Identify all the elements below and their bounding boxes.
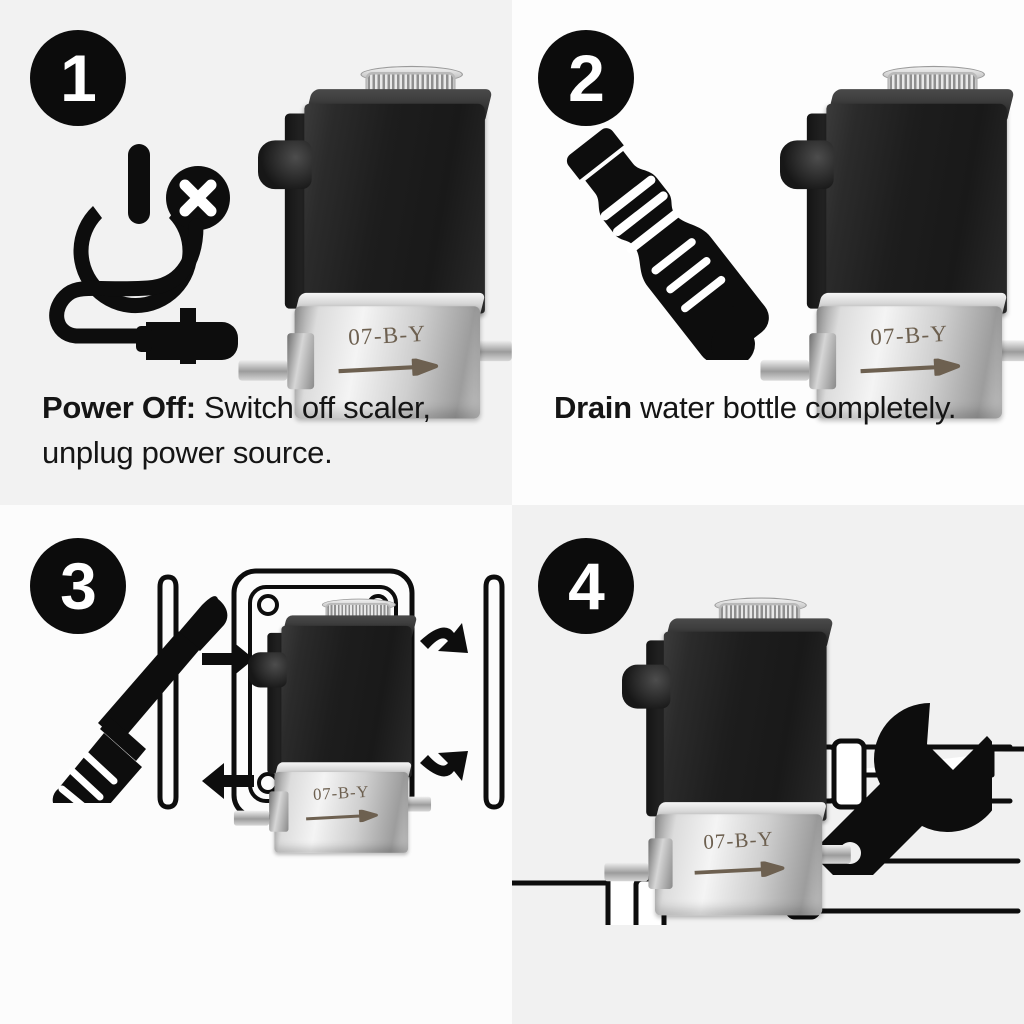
valve-flow-arrow-icon — [860, 357, 961, 377]
step-caption-1-bold: Power Off: — [42, 390, 196, 425]
casing-right-plate — [420, 574, 505, 810]
valve-nut — [809, 333, 837, 390]
valve-flow-arrow-icon — [694, 860, 785, 878]
valve-coil-body — [826, 103, 1007, 314]
step-caption-2-bold: Drain — [554, 390, 632, 425]
valve-side-knob — [780, 140, 834, 190]
valve-body — [655, 814, 823, 916]
step-panel-1: 1 — [0, 0, 512, 505]
casing-left-plate — [157, 574, 254, 810]
valve-nut — [269, 791, 289, 832]
valve-nut — [287, 333, 315, 390]
step-badge-3: 3 — [30, 538, 126, 634]
power-off-plug-icon — [49, 144, 238, 364]
valve-coil-body — [304, 103, 485, 314]
valve-coil-body — [281, 625, 412, 778]
step-panel-4: 4 — [512, 505, 1024, 1024]
step-caption-2-rest: water bottle completely. — [631, 390, 957, 425]
valve-body — [274, 771, 409, 853]
valve-port-left — [233, 810, 270, 826]
step-caption-2: Drain water bottle completely. — [554, 385, 1002, 430]
step-badge-2: 2 — [538, 30, 634, 126]
step-caption-1-rest: Switch off scaler, unplug power source. — [42, 390, 431, 470]
water-bottle-droplet-icon — [566, 128, 769, 360]
valve-port-left — [238, 359, 288, 381]
valve-flow-arrow-icon — [338, 357, 439, 377]
step-panel-2: 2 — [512, 0, 1024, 505]
valve-side-knob — [248, 652, 287, 688]
step-badge-1: 1 — [30, 30, 126, 126]
valve-coil-body — [663, 631, 827, 821]
valve-body — [294, 306, 481, 419]
valve-side-knob — [622, 664, 671, 709]
step-caption-1: Power Off: Switch off scaler, unplug pow… — [42, 385, 490, 475]
step-badge-4: 4 — [538, 538, 634, 634]
step-panel-3: 3 — [0, 505, 512, 1024]
valve-flow-arrow-icon — [305, 809, 378, 823]
valve-port-left — [760, 359, 810, 381]
valve-side-knob — [258, 140, 312, 190]
valve-port-left — [604, 862, 649, 882]
valve-nut — [648, 838, 673, 889]
valve-body — [816, 306, 1003, 419]
